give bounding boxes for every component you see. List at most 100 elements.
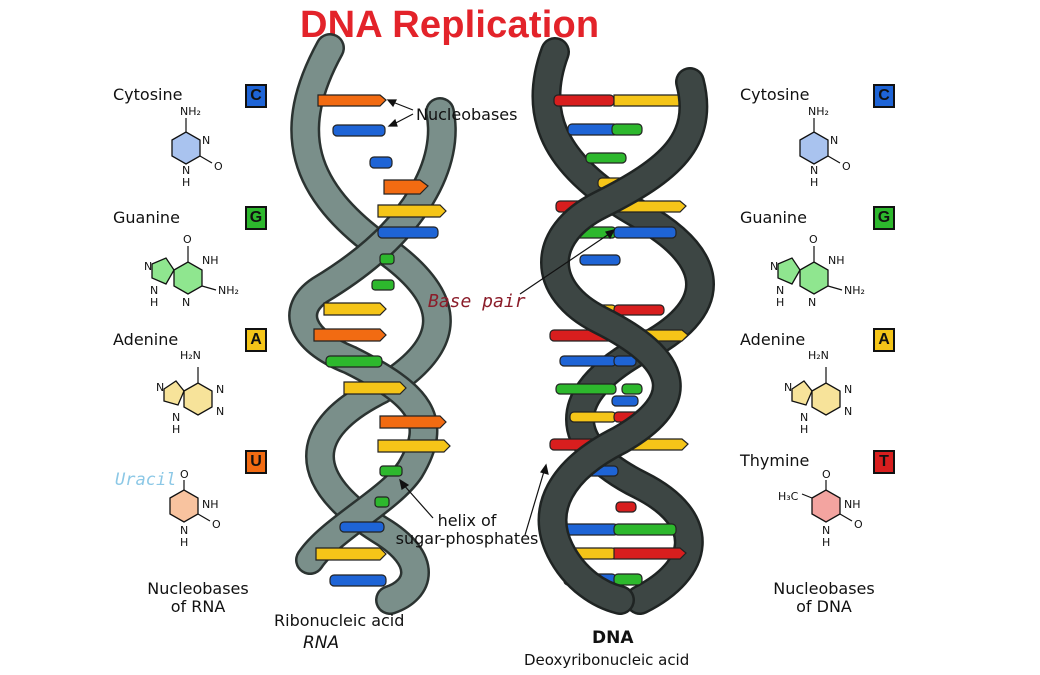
- chem-n3: N: [150, 284, 158, 297]
- dna-guanine-label: Guanine: [740, 208, 807, 227]
- dna-base: [613, 523, 677, 536]
- rna-caption-line2: of RNA: [170, 597, 226, 616]
- chem-nh: NH: [844, 498, 861, 511]
- rna-base: [323, 302, 387, 316]
- rna-guanine-label: Guanine: [113, 208, 180, 227]
- rna-adenine-structure: H₂N N N N N H: [150, 345, 250, 439]
- chem-h: H: [172, 423, 180, 436]
- chem-nh: N: [182, 164, 190, 177]
- chem-h: H: [822, 536, 830, 549]
- dna-cytosine-badge: C: [873, 84, 895, 108]
- chem-n4: N: [800, 411, 808, 424]
- rna-guanine-structure: O NH NH₂ N N N H: [140, 228, 260, 322]
- chem-nh: NH: [828, 254, 845, 267]
- rna-caption-line1: Nucleobases: [147, 579, 249, 598]
- dna-abbr: DNA: [592, 628, 634, 648]
- dna-cytosine-structure: NH₂ N O N H: [778, 100, 868, 194]
- dna-thymine-label: Thymine: [740, 451, 810, 470]
- dna-base: [569, 411, 617, 423]
- dna-base: [615, 501, 637, 513]
- rna-base: [374, 496, 390, 508]
- rna-bases: [313, 94, 451, 587]
- chem-o: O: [183, 233, 192, 246]
- chem-n: N: [844, 383, 852, 396]
- dna-base: [613, 226, 677, 239]
- rna-cytosine-badge: C: [245, 84, 267, 108]
- rna-base: [379, 415, 447, 429]
- dna-adenine-structure: H₂N N N N N H: [778, 345, 878, 439]
- chem-nh: NH: [202, 498, 219, 511]
- helix-callout: helix of sugar-phosphates: [392, 512, 542, 548]
- chem-n2: N: [808, 296, 816, 309]
- rna-uracil-badge: U: [245, 450, 267, 474]
- chem-h: H: [776, 296, 784, 309]
- chem-n2: N: [810, 164, 818, 177]
- dna-base: [621, 383, 643, 395]
- rna-base: [377, 226, 439, 239]
- chem-nh2: NH₂: [218, 284, 239, 297]
- chem-h: H: [150, 296, 158, 309]
- chem-o2: O: [854, 518, 863, 531]
- dna-base: [559, 355, 617, 367]
- rna-base: [339, 521, 385, 533]
- callout-arrows: [386, 99, 616, 536]
- rna-base: [343, 381, 407, 395]
- chem-h: H: [180, 536, 188, 549]
- chem-n3: N: [776, 284, 784, 297]
- chem-o: O: [822, 468, 831, 481]
- dna-caption-line2: of DNA: [796, 597, 852, 616]
- rna-base: [325, 355, 383, 368]
- dna-base: [553, 94, 615, 107]
- rna-abbr: RNA: [303, 633, 340, 653]
- rna-full-name: Ribonucleic acid: [274, 611, 405, 630]
- dna-base: [611, 123, 643, 136]
- chem-n2: N: [844, 405, 852, 418]
- chem-nh2: NH₂: [808, 105, 829, 118]
- dna-base: [611, 395, 639, 407]
- dna-thymine-badge: T: [873, 450, 895, 474]
- rna-base: [332, 124, 386, 137]
- chem-h2n: H₂N: [808, 349, 829, 362]
- chem-o: O: [809, 233, 818, 246]
- chem-n3: N: [156, 381, 164, 394]
- chem-n: N: [180, 524, 188, 537]
- chem-n: N: [202, 134, 210, 147]
- dna-backbone-front: [537, 67, 709, 615]
- dna-caption-line1: Nucleobases: [773, 579, 875, 598]
- chem-n: N: [830, 134, 838, 147]
- dna-adenine-label: Adenine: [740, 330, 806, 349]
- rna-base: [317, 94, 387, 107]
- chem-o2: O: [212, 518, 221, 531]
- dna-base-pairs: [549, 94, 691, 586]
- chem-n2: N: [182, 296, 190, 309]
- rna-cytosine-label: Cytosine: [113, 85, 183, 104]
- rna-uracil-structure: O NH O N H: [150, 468, 240, 562]
- chem-n: N: [822, 524, 830, 537]
- dna-thymine-structure: H₃C O NH O N H: [776, 468, 876, 562]
- chem-o: O: [214, 160, 223, 173]
- chem-n2: N: [216, 405, 224, 418]
- dna-cytosine-label: Cytosine: [740, 85, 810, 104]
- chem-o: O: [180, 468, 189, 481]
- rna-base: [369, 156, 393, 169]
- dna-base: [613, 355, 637, 367]
- dna-guanine-badge: G: [873, 206, 895, 230]
- chem-n4: N: [172, 411, 180, 424]
- dna-base: [567, 123, 619, 136]
- dna-base: [555, 383, 617, 395]
- rna-base: [377, 204, 447, 218]
- chem-n: N: [144, 260, 152, 273]
- chem-h: H: [810, 176, 818, 189]
- dna-base: [563, 523, 619, 536]
- dna-base: [579, 254, 621, 266]
- chem-n: N: [216, 383, 224, 396]
- rna-base: [315, 547, 387, 561]
- rna-adenine-badge: A: [245, 328, 267, 352]
- dna-base: [613, 573, 643, 586]
- chem-h3c: H₃C: [778, 490, 799, 503]
- chem-nh2: NH₂: [180, 105, 201, 118]
- helix-callout-line1: helix of: [437, 511, 497, 530]
- dna-nucleobases-caption: Nucleobases of DNA: [764, 580, 884, 616]
- dna-base: [613, 304, 665, 316]
